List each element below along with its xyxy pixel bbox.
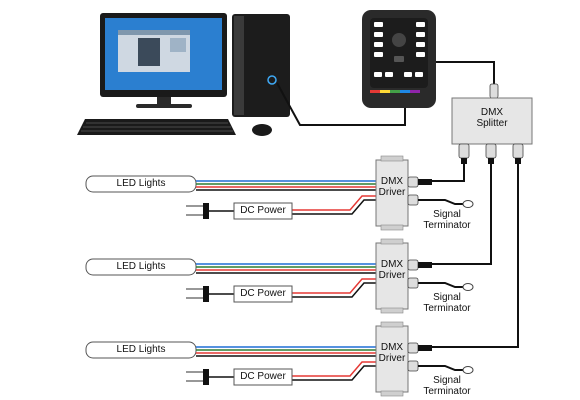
signal-terminator-icon <box>462 366 474 374</box>
dmx-input-cable <box>436 61 495 84</box>
terminator-label-line2: Terminator <box>423 386 471 397</box>
dmx-driver-label-line2: Driver <box>378 270 406 281</box>
power-wire-black <box>292 282 376 298</box>
dmx-out-connector <box>407 194 419 206</box>
channel-group <box>85 155 474 231</box>
power-wire-red <box>292 195 376 211</box>
terminator-label-line1: Signal <box>433 292 461 303</box>
dmx-in-connector <box>407 176 419 188</box>
channel-group <box>85 238 474 314</box>
dmx-in-plug <box>418 345 432 351</box>
desktop-computer-icon <box>77 13 290 136</box>
dmx-cable-3 <box>432 164 519 348</box>
driver-cap-top <box>380 321 404 328</box>
dc-power-box <box>233 285 293 303</box>
led-lights-label: LED Lights <box>116 344 166 355</box>
dmx-driver-label-line1: DMX <box>380 259 404 270</box>
dmx-cable-2 <box>432 164 492 265</box>
power-button-icon <box>267 75 277 85</box>
terminator-cable <box>418 199 463 205</box>
led-lights-label: LED Lights <box>116 261 166 272</box>
dc-power-label: DC Power <box>240 288 286 299</box>
dmx-in-plug <box>418 262 432 268</box>
dc-power-box <box>233 368 293 386</box>
terminator-label-line2: Terminator <box>423 220 471 231</box>
driver-cap-top <box>380 155 404 162</box>
signal-terminator-icon <box>462 200 474 208</box>
dmx-in-connector <box>407 342 419 354</box>
dmx-in-connector <box>407 259 419 271</box>
dmx-driver-box <box>375 242 409 310</box>
terminator-cable <box>418 365 463 371</box>
dmx-driver-label-line2: Driver <box>378 187 406 198</box>
power-wire-black <box>292 199 376 215</box>
dmx-driver-label-line1: DMX <box>380 342 404 353</box>
power-wire-black <box>292 365 376 381</box>
computer-tower <box>232 14 290 117</box>
splitter-label-line1: DMX <box>480 107 504 118</box>
driver-cap-bottom <box>380 390 404 397</box>
mouse-icon <box>252 124 272 136</box>
led-lights-label: LED Lights <box>116 178 166 189</box>
driver-cap-bottom <box>380 307 404 314</box>
terminator-label-line1: Signal <box>433 375 461 386</box>
dmx-driver-label-line2: Driver <box>378 353 406 364</box>
keyboard-icon <box>77 119 236 135</box>
dmx-in-plug <box>418 179 432 185</box>
monitor-base <box>136 104 192 108</box>
dc-plug-icon <box>203 369 209 385</box>
terminator-cable <box>418 282 463 288</box>
splitter-label-line2: Splitter <box>476 118 508 129</box>
usb-cable <box>276 82 406 126</box>
terminator-label-line2: Terminator <box>423 303 471 314</box>
driver-cap-bottom <box>380 224 404 231</box>
dmx-cable-1 <box>432 164 465 182</box>
monitor-stand <box>157 97 171 105</box>
dmx-driver-box <box>375 159 409 227</box>
dmx-driver-label-line1: DMX <box>380 176 404 187</box>
dmx-controller-icon <box>362 10 436 108</box>
power-wire-red <box>292 361 376 377</box>
dmx-out-connector <box>407 360 419 372</box>
dc-power-label: DC Power <box>240 205 286 216</box>
driver-cap-top <box>380 238 404 245</box>
dc-plug-icon <box>203 203 209 219</box>
dc-power-box <box>233 202 293 220</box>
dc-power-label: DC Power <box>240 371 286 382</box>
power-wire-red <box>292 278 376 294</box>
dmx-splitter-box <box>451 97 533 145</box>
terminator-label-line1: Signal <box>433 209 461 220</box>
signal-terminator-icon <box>462 283 474 291</box>
dc-plug-icon <box>203 286 209 302</box>
splitter-label: DMX Splitter <box>452 107 532 129</box>
dmx-out-connector <box>407 277 419 289</box>
channel-group <box>85 321 474 397</box>
